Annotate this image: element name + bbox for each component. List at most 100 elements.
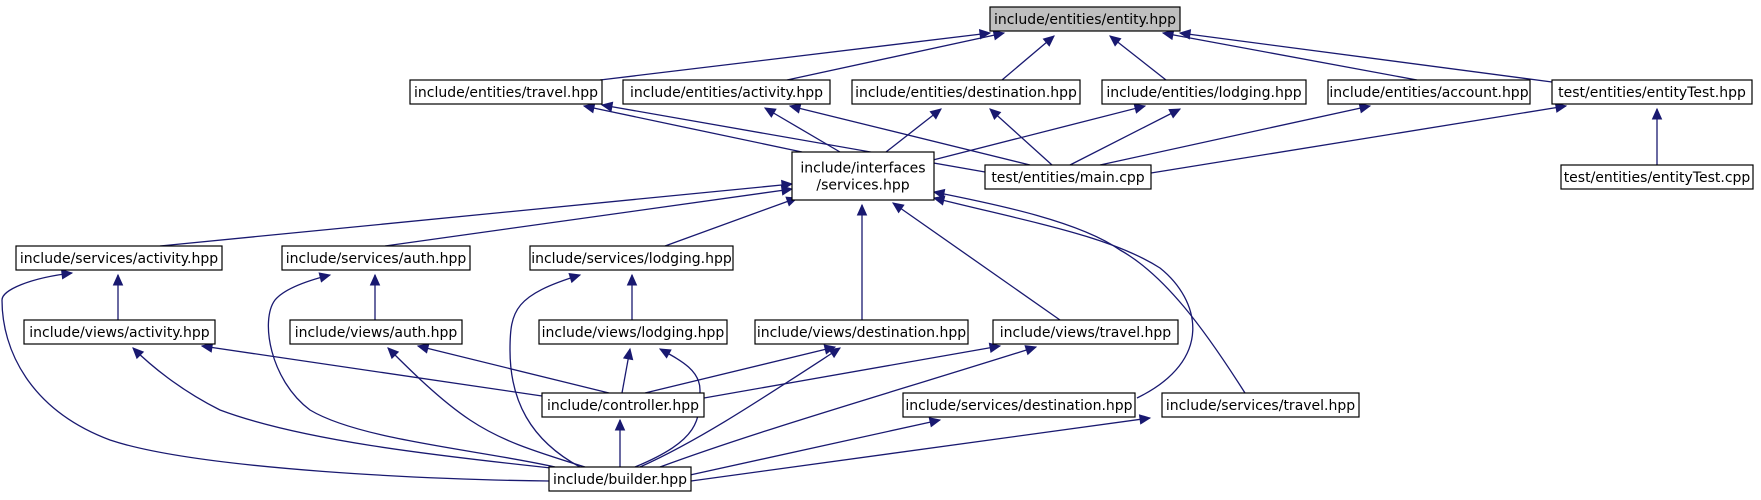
edge-line bbox=[933, 197, 1194, 399]
arrowhead bbox=[622, 347, 634, 361]
node-services-i[interactable]: include/interfaces/services.hpp bbox=[791, 151, 935, 201]
node-auth-s[interactable]: include/services/auth.hpp bbox=[281, 245, 471, 271]
edge-line bbox=[789, 105, 1031, 166]
arrowhead bbox=[600, 101, 614, 113]
node-label: include/views/lodging.hpp bbox=[542, 325, 725, 341]
node-travel-e[interactable]: include/entities/travel.hpp bbox=[409, 79, 603, 105]
edge-line bbox=[885, 108, 942, 153]
edge-activity_v-to-activity_s bbox=[112, 273, 124, 320]
node-builder[interactable]: include/builder.hpp bbox=[548, 466, 692, 492]
node-lodging-v[interactable]: include/views/lodging.hpp bbox=[538, 319, 728, 345]
node-account-e[interactable]: include/entities/account.hpp bbox=[1327, 79, 1531, 105]
arrowhead bbox=[788, 103, 802, 114]
node-activity-v[interactable]: include/views/activity.hpp bbox=[23, 319, 216, 345]
node-label: test/entities/main.cpp bbox=[991, 170, 1144, 186]
edge-builder-to-lodging_v bbox=[634, 348, 701, 468]
arrowhead bbox=[989, 108, 1002, 120]
node-box bbox=[529, 245, 734, 271]
arrowhead bbox=[1178, 29, 1192, 40]
edge-entityTest_c-to-entityTest_h bbox=[1651, 107, 1663, 165]
edge-travel_s-to-services_i bbox=[932, 188, 1246, 394]
edge-line bbox=[689, 419, 941, 476]
node-box bbox=[1161, 392, 1360, 418]
node-travel-s[interactable]: include/services/travel.hpp bbox=[1161, 392, 1360, 418]
edge-destination_s-to-services_i bbox=[932, 195, 1194, 399]
edge-line bbox=[583, 105, 803, 153]
edge-services_i-to-activity_e bbox=[763, 107, 841, 153]
edge-line bbox=[1099, 105, 1371, 166]
node-label: include/services/auth.hpp bbox=[286, 251, 467, 267]
edge-destination_e-to-entity bbox=[1001, 35, 1055, 81]
arrowhead bbox=[763, 107, 777, 118]
edge-builder-to-travel_s bbox=[690, 414, 1152, 482]
node-lodging-e[interactable]: include/entities/lodging.hpp bbox=[1101, 79, 1307, 105]
arrowhead bbox=[132, 347, 145, 360]
arrowhead bbox=[568, 273, 582, 284]
node-box bbox=[1327, 79, 1531, 105]
edge-builder-to-auth_v bbox=[387, 347, 586, 468]
node-activity-e[interactable]: include/entities/activity.hpp bbox=[622, 79, 831, 105]
arrowhead bbox=[614, 418, 626, 431]
edge-line bbox=[1001, 35, 1055, 81]
node-label: include/interfaces bbox=[800, 161, 925, 177]
edge-main_t-to-activity_e bbox=[788, 103, 1031, 166]
arrowhead bbox=[856, 203, 868, 216]
node-entityTest-h[interactable]: test/entities/entityTest.hpp bbox=[1551, 79, 1753, 105]
arrowhead bbox=[1109, 35, 1122, 47]
edge-builder-to-destination_v bbox=[639, 347, 842, 468]
node-box bbox=[538, 319, 728, 345]
edge-main_t-to-account_e bbox=[1099, 103, 1372, 166]
node-label: include/views/auth.hpp bbox=[295, 325, 458, 341]
arrowhead bbox=[992, 30, 1006, 41]
node-destination-e[interactable]: include/entities/destination.hpp bbox=[851, 79, 1081, 105]
edge-controller-to-travel_v bbox=[703, 342, 1002, 399]
arrowhead bbox=[626, 273, 638, 286]
edge-main_t-to-destination_e bbox=[989, 108, 1053, 166]
node-activity-s[interactable]: include/services/activity.hpp bbox=[15, 245, 223, 271]
node-box bbox=[409, 79, 603, 105]
edge-line bbox=[690, 417, 1151, 482]
node-label: include/entities/destination.hpp bbox=[855, 85, 1077, 101]
edge-builder-to-travel_v bbox=[659, 345, 1038, 468]
edge-line bbox=[932, 105, 1146, 161]
node-label: include/services/destination.hpp bbox=[905, 398, 1132, 414]
edge-builder-to-auth_s bbox=[267, 272, 556, 468]
node-main-t[interactable]: test/entities/main.cpp bbox=[984, 164, 1152, 190]
edge-builder-to-lodging_s bbox=[509, 273, 582, 468]
arrowhead bbox=[1042, 35, 1055, 47]
edge-main_t-to-entityTest_h bbox=[1150, 102, 1568, 174]
nodes-layer: include/entities/entity.hpp include/entit… bbox=[15, 6, 1754, 492]
node-travel-v[interactable]: include/views/travel.hpp bbox=[992, 319, 1179, 345]
node-box bbox=[791, 151, 935, 201]
node-box bbox=[992, 319, 1179, 345]
node-destination-v[interactable]: include/views/destination.hpp bbox=[754, 319, 969, 345]
edge-line bbox=[1, 272, 550, 482]
arrowhead bbox=[387, 347, 400, 360]
node-box bbox=[541, 392, 705, 418]
edge-lodging_v-to-lodging_s bbox=[626, 273, 638, 320]
node-controller[interactable]: include/controller.hpp bbox=[541, 392, 705, 418]
node-entity[interactable]: include/entities/entity.hpp bbox=[989, 6, 1181, 32]
edge-line bbox=[201, 345, 543, 397]
node-label: test/entities/entityTest.hpp bbox=[1558, 85, 1746, 101]
node-label: include/views/destination.hpp bbox=[757, 325, 966, 341]
edge-line bbox=[387, 347, 586, 468]
edge-main_t-to-lodging_e bbox=[1069, 108, 1182, 166]
edge-travel_e-to-entity bbox=[599, 29, 992, 81]
edge-travel_v-to-services_i bbox=[892, 202, 1061, 321]
edge-line bbox=[1162, 32, 1418, 81]
node-destination-s[interactable]: include/services/destination.hpp bbox=[902, 392, 1136, 418]
edge-line bbox=[639, 347, 841, 468]
node-label: include/services/travel.hpp bbox=[1166, 398, 1355, 414]
node-box bbox=[289, 319, 463, 345]
arrowhead bbox=[978, 29, 992, 40]
node-label: include/entities/entity.hpp bbox=[994, 12, 1176, 28]
arrowhead bbox=[1168, 108, 1182, 119]
node-label: include/services/activity.hpp bbox=[20, 251, 218, 267]
edge-builder-to-controller bbox=[614, 418, 626, 467]
edge-services_i-to-lodging_e bbox=[932, 103, 1147, 161]
node-entityTest-c[interactable]: test/entities/entityTest.cpp bbox=[1560, 164, 1754, 190]
node-auth-v[interactable]: include/views/auth.hpp bbox=[289, 319, 463, 345]
node-lodging-s[interactable]: include/services/lodging.hpp bbox=[529, 245, 734, 271]
edge-line bbox=[1069, 108, 1181, 166]
